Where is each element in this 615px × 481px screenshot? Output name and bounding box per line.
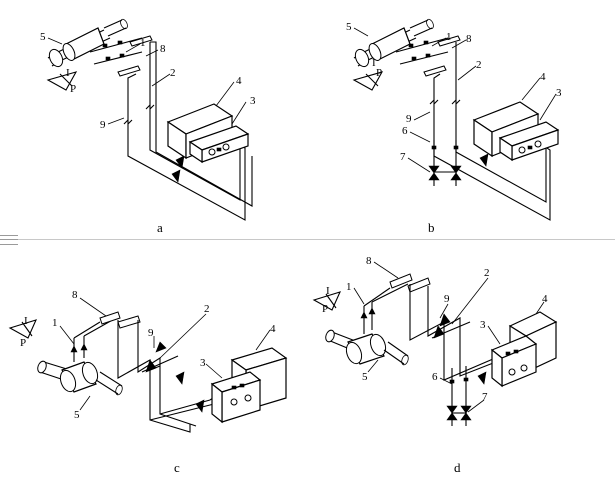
panel-b: 5 1 8 2 4 3 9 6 7 I P b	[346, 18, 562, 235]
leaders	[47, 37, 247, 125]
leaders	[353, 27, 557, 173]
label-b-9: 9	[406, 113, 412, 125]
label-a-5: 5	[40, 31, 46, 43]
taps-1	[70, 317, 117, 362]
valves-6-7	[428, 140, 462, 186]
leaders	[59, 297, 271, 411]
transmitter-3-4	[210, 347, 288, 424]
label-b-4: 4	[540, 71, 546, 83]
label-a-2: 2	[170, 67, 176, 79]
label-b-I: I	[372, 57, 376, 69]
caption-a: a	[157, 220, 163, 235]
impulse-lines	[117, 320, 221, 433]
label-c-2: 2	[204, 303, 210, 315]
panel-c: 8 1 2 9 4 3 5 I P c	[8, 289, 288, 475]
label-d-4: 4	[542, 293, 548, 305]
transmitter-3-4	[472, 101, 560, 162]
panel-divider	[0, 239, 615, 240]
label-b-6: 6	[402, 125, 408, 137]
valves-8	[423, 35, 461, 77]
view-symbol	[46, 71, 78, 91]
label-d-2: 2	[484, 267, 490, 279]
label-c-5: 5	[74, 409, 80, 421]
pipe-5	[47, 18, 128, 68]
label-b-P: P	[376, 67, 382, 79]
label-d-P: P	[322, 303, 328, 315]
label-a-4: 4	[236, 75, 242, 87]
label-d-8: 8	[366, 255, 372, 267]
pipe-5	[37, 360, 123, 396]
label-a-9: 9	[100, 119, 106, 131]
label-a-P: P	[70, 83, 76, 95]
label-d-1: 1	[346, 281, 352, 293]
valves-8	[389, 273, 431, 293]
taps-1	[360, 283, 409, 334]
valves-8	[99, 311, 141, 329]
label-d-6: 6	[432, 371, 438, 383]
label-d-9: 9	[444, 293, 450, 305]
label-c-P: P	[20, 337, 26, 349]
label-b-2: 2	[476, 59, 482, 71]
label-d-7: 7	[482, 391, 488, 403]
valves-6-7	[446, 366, 472, 426]
caption-d: d	[454, 460, 461, 475]
label-d-3: 3	[480, 319, 486, 331]
label-d-I: I	[326, 285, 330, 297]
label-c-4: 4	[270, 323, 276, 335]
leaders	[353, 261, 545, 413]
pipe-5	[325, 329, 409, 366]
label-c-3: 3	[200, 357, 206, 369]
panel-d: 8 1 2 9 4 3 5 6 7 I P d	[312, 255, 558, 475]
label-b-1: 1	[446, 31, 452, 43]
splitter-handle[interactable]	[0, 235, 18, 245]
label-d-5: 5	[362, 371, 368, 383]
view-symbol	[312, 291, 341, 311]
view-symbol	[352, 71, 384, 91]
label-c-9: 9	[148, 327, 154, 339]
view-symbol	[8, 319, 37, 339]
label-c-1: 1	[52, 317, 58, 329]
label-b-5: 5	[346, 21, 352, 33]
label-b-3: 3	[556, 87, 562, 99]
label-b-7: 7	[400, 151, 406, 163]
label-a-I: I	[66, 67, 70, 79]
label-a-3: 3	[250, 95, 256, 107]
panel-a: 5 1 8 2 4 3 9 I P a	[40, 18, 256, 235]
impulse-lines	[409, 284, 507, 385]
label-c-8: 8	[72, 289, 78, 301]
caption-b: b	[428, 220, 435, 235]
label-c-I: I	[24, 315, 28, 327]
pipe-5	[353, 18, 434, 68]
valves-8	[117, 35, 153, 77]
label-a-1: 1	[140, 37, 146, 49]
taps-1	[395, 37, 449, 65]
transmitter-3-4	[166, 103, 250, 164]
label-a-8: 8	[160, 43, 166, 55]
taps-1	[89, 37, 143, 65]
transmitter-3-4	[490, 311, 558, 388]
caption-c: c	[174, 460, 180, 475]
label-b-8: 8	[466, 33, 472, 45]
